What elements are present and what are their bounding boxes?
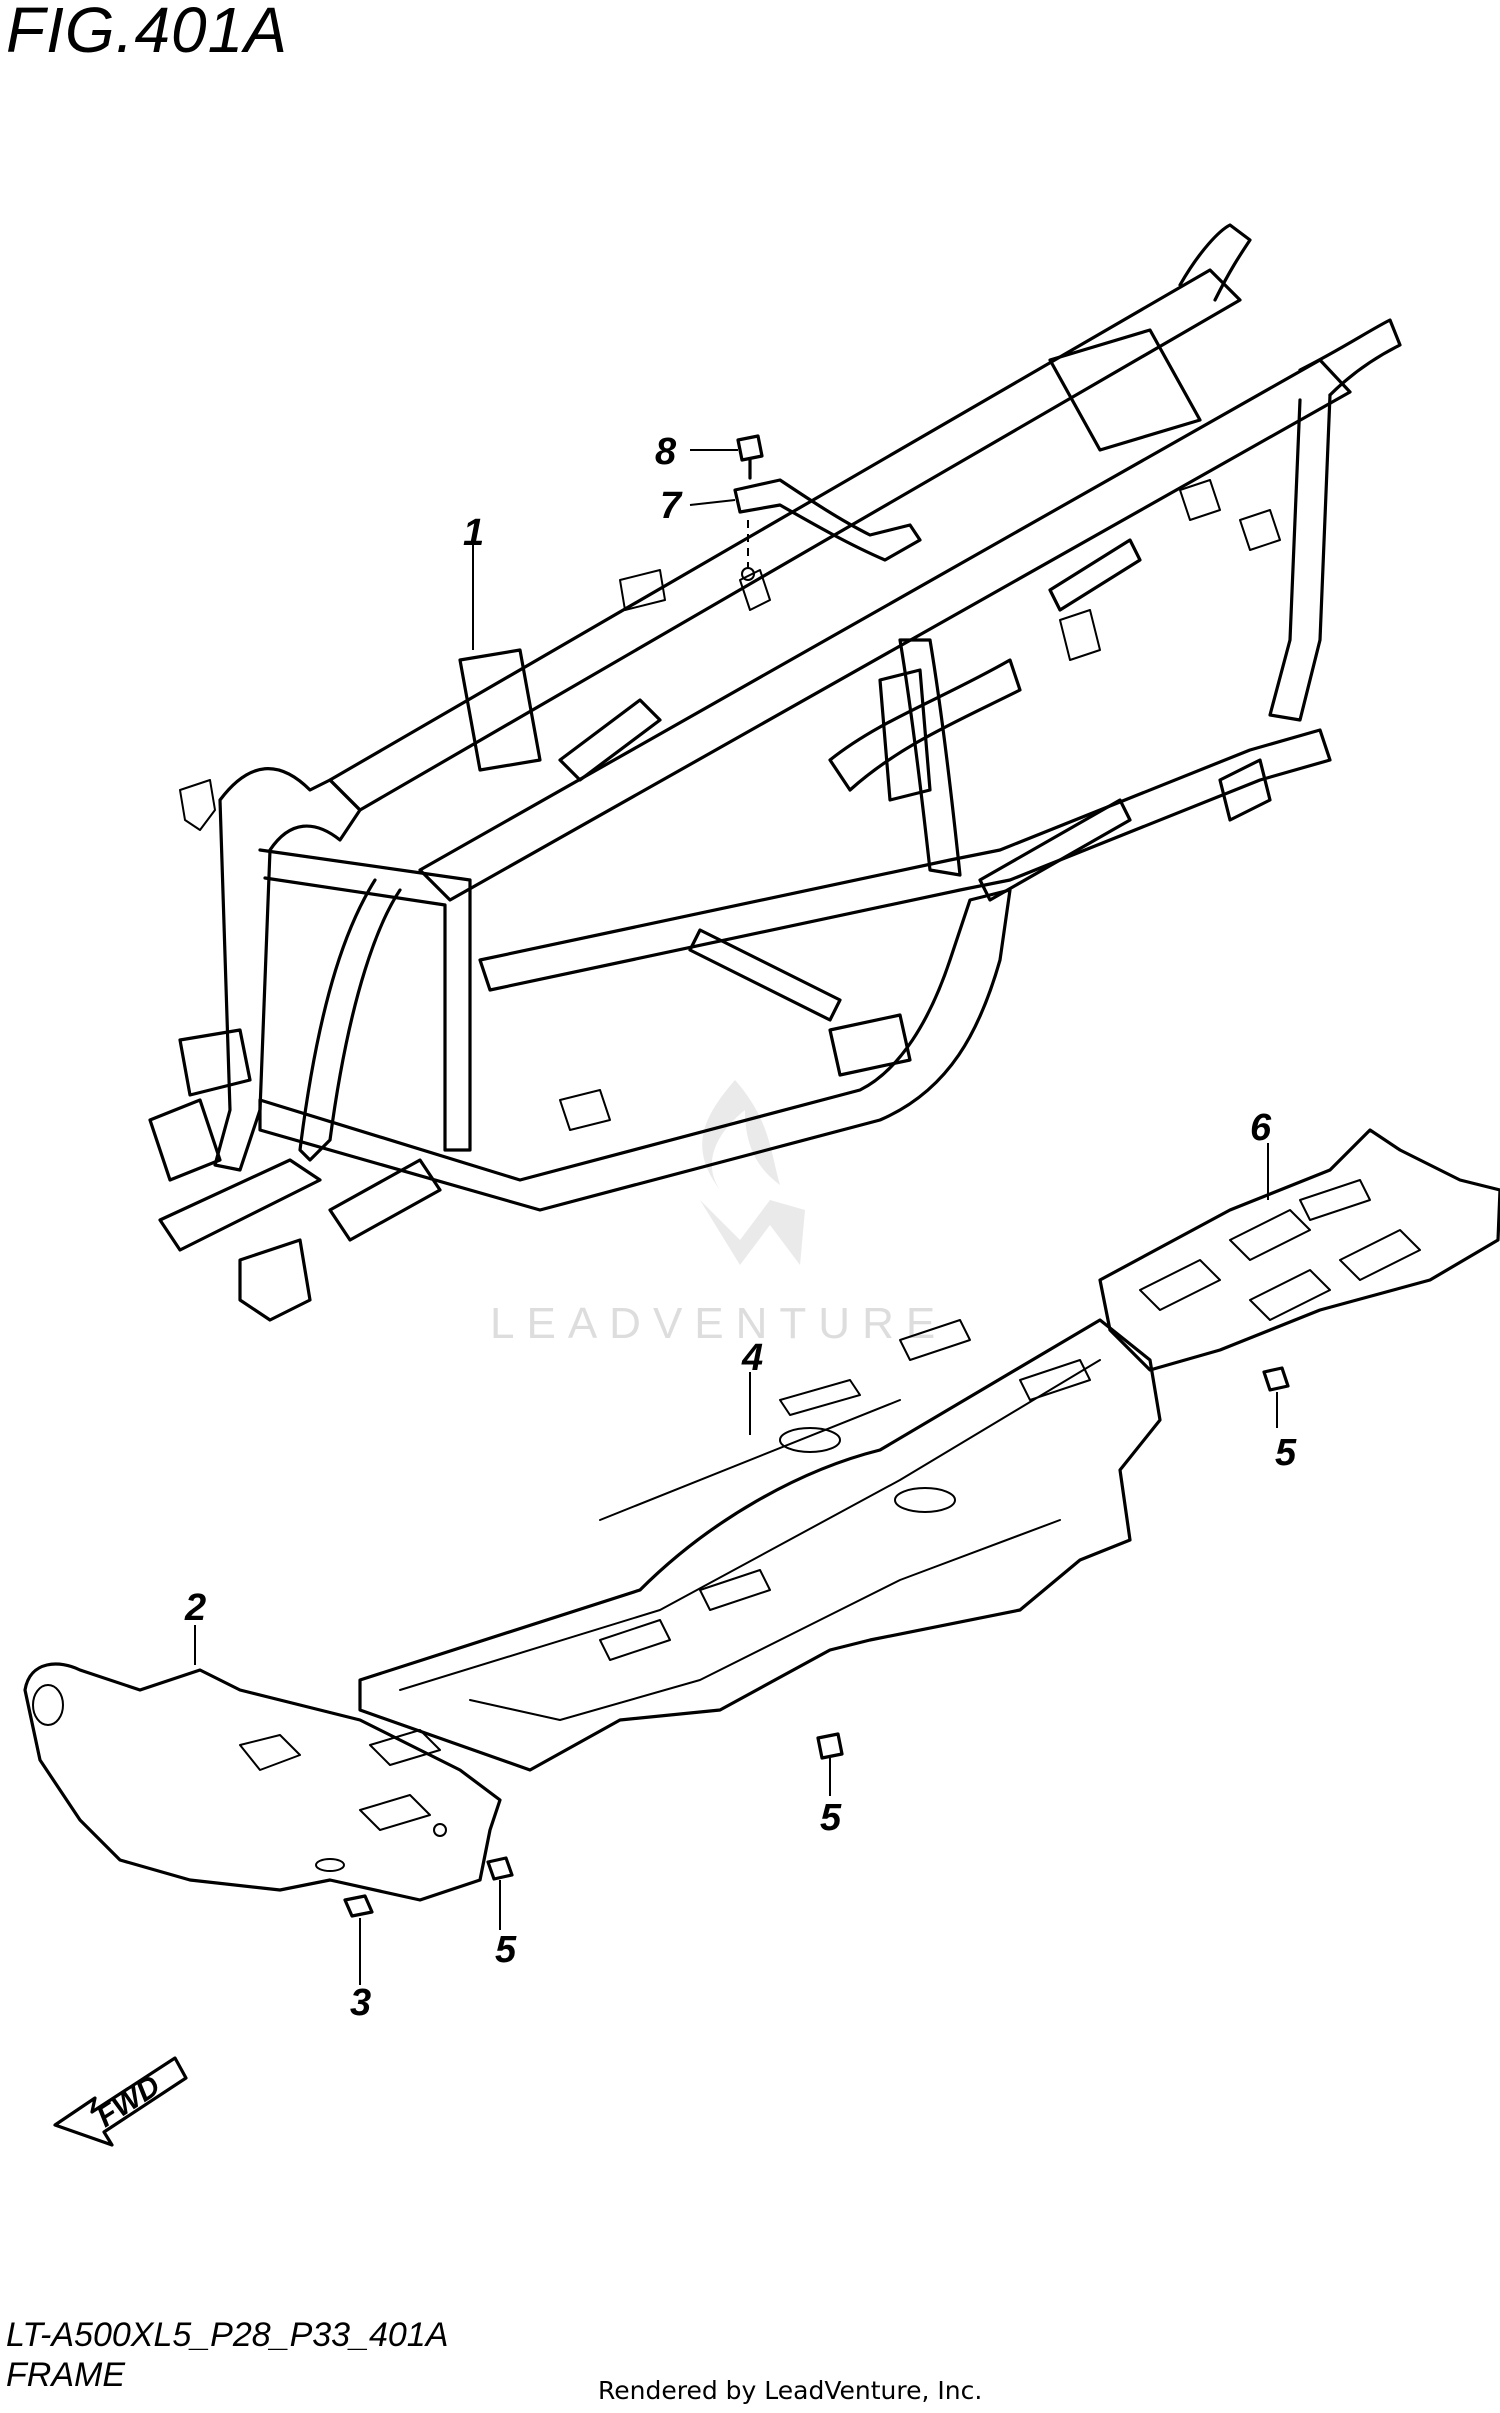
callout-2: 2 [184, 1587, 206, 1629]
rear-skid-plate-part [1098, 1128, 1500, 1372]
watermark-text: LEADVENTURE [490, 1299, 947, 1348]
leadventure-watermark-logo: LEADVENTURE [490, 1080, 947, 1348]
bracket-part [733, 478, 922, 581]
callout-4: 4 [741, 1337, 763, 1379]
callout-8: 8 [655, 431, 677, 473]
fwd-label: FWD [91, 2069, 166, 2134]
center-skid-plate-part [358, 1318, 1162, 1772]
callout-5-center: 5 [820, 1797, 842, 1839]
model-code-label: LT-A500XL5_P28_P33_401A [6, 2316, 449, 2354]
callout-3: 3 [350, 1982, 371, 2024]
callout-1: 1 [463, 512, 484, 554]
bolt-part-8 [736, 434, 764, 480]
callout-5-rear: 5 [1275, 1432, 1297, 1474]
render-credit: Rendered by LeadVenture, Inc. [598, 2376, 983, 2405]
nut-part [343, 1894, 374, 1985]
bolt-part-5-center [816, 1732, 844, 1796]
callout-5-front: 5 [495, 1929, 517, 1971]
bolt-part-5-rear [1262, 1366, 1290, 1428]
bolt-part-5-front [486, 1856, 514, 1930]
front-skid-plate-part [23, 1662, 502, 1902]
frame-part [148, 223, 1402, 1322]
figure-title: FIG.401A [6, 0, 288, 66]
callout-6: 6 [1250, 1107, 1272, 1149]
callout-7: 7 [660, 485, 683, 527]
fwd-direction-marker: FWD [53, 2056, 188, 2147]
section-name-label: FRAME [6, 2356, 125, 2394]
leader-line-7 [689, 499, 736, 506]
